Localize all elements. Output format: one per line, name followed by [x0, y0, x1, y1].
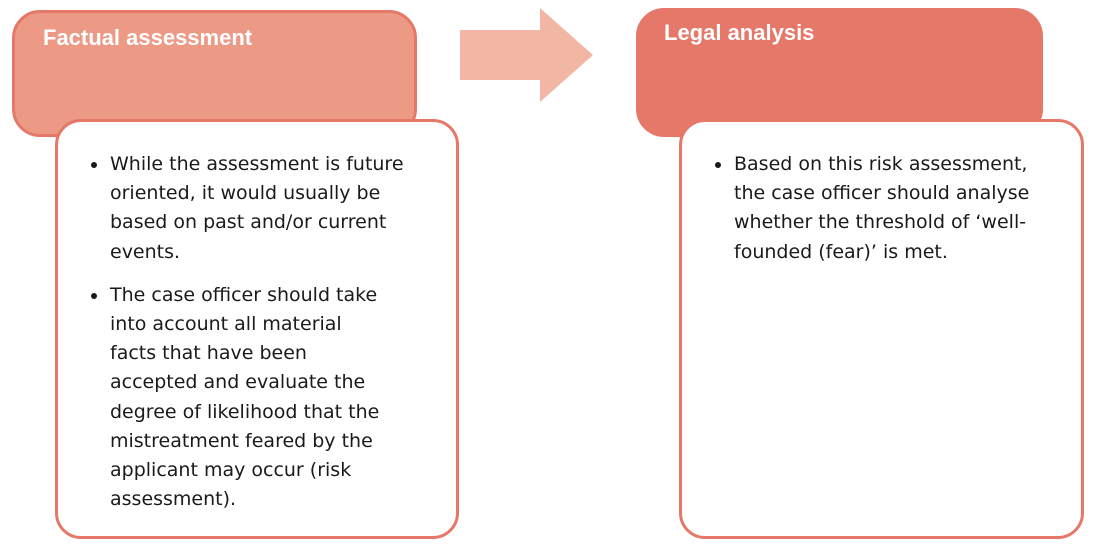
bullet-text-line: founded (fear)’ is met. — [734, 240, 948, 263]
legal-analysis-body: Based on this risk assessment, the case o… — [679, 119, 1084, 539]
bullet-text-line: events. — [110, 240, 181, 263]
bullet-item: The case officer should take into account… — [88, 281, 404, 515]
factual-assessment-body: While the assessment is future oriented, … — [55, 119, 459, 539]
right-arrow-icon — [460, 8, 593, 102]
bullet-icon — [91, 292, 97, 299]
bullet-text-line: degree of likelihood that the — [110, 400, 380, 423]
factual-assessment-header: Factual assessment — [12, 10, 417, 137]
bullet-item: While the assessment is future oriented, … — [88, 150, 404, 267]
legal-analysis-title: Legal analysis — [664, 20, 815, 45]
bullet-text-line: Based on this risk assessment, — [734, 153, 1028, 175]
bullet-text-line: into account all material — [110, 313, 342, 336]
bullet-text-line: applicant may occur (risk — [110, 459, 352, 482]
bullet-text-line: accepted and evaluate the — [110, 371, 366, 394]
bullet-icon — [715, 162, 721, 168]
legal-analysis-bullets: Based on this risk assessment, the case o… — [712, 150, 1029, 281]
factual-assessment-bullets: While the assessment is future oriented, … — [88, 150, 404, 528]
bullet-text-line: the case officer should analyse — [734, 182, 1030, 205]
bullet-icon — [91, 162, 97, 168]
bullet-text-line: oriented, it would usually be — [110, 182, 381, 205]
bullet-text-line: mistreatment feared by the — [110, 429, 373, 452]
legal-analysis-header: Legal analysis — [636, 8, 1043, 137]
bullet-text-line: The case officer should take — [110, 283, 378, 306]
bullet-text-line: facts that have been — [110, 342, 307, 365]
bullet-text-line: While the assessment is future — [110, 153, 404, 175]
bullet-item: Based on this risk assessment, the case o… — [712, 150, 1029, 267]
bullet-text-line: whether the threshold of ‘well- — [734, 211, 1027, 234]
bullet-text-line: based on past and/or current — [110, 211, 387, 234]
bullet-text-line: assessment). — [110, 488, 237, 511]
factual-assessment-title: Factual assessment — [43, 25, 253, 50]
